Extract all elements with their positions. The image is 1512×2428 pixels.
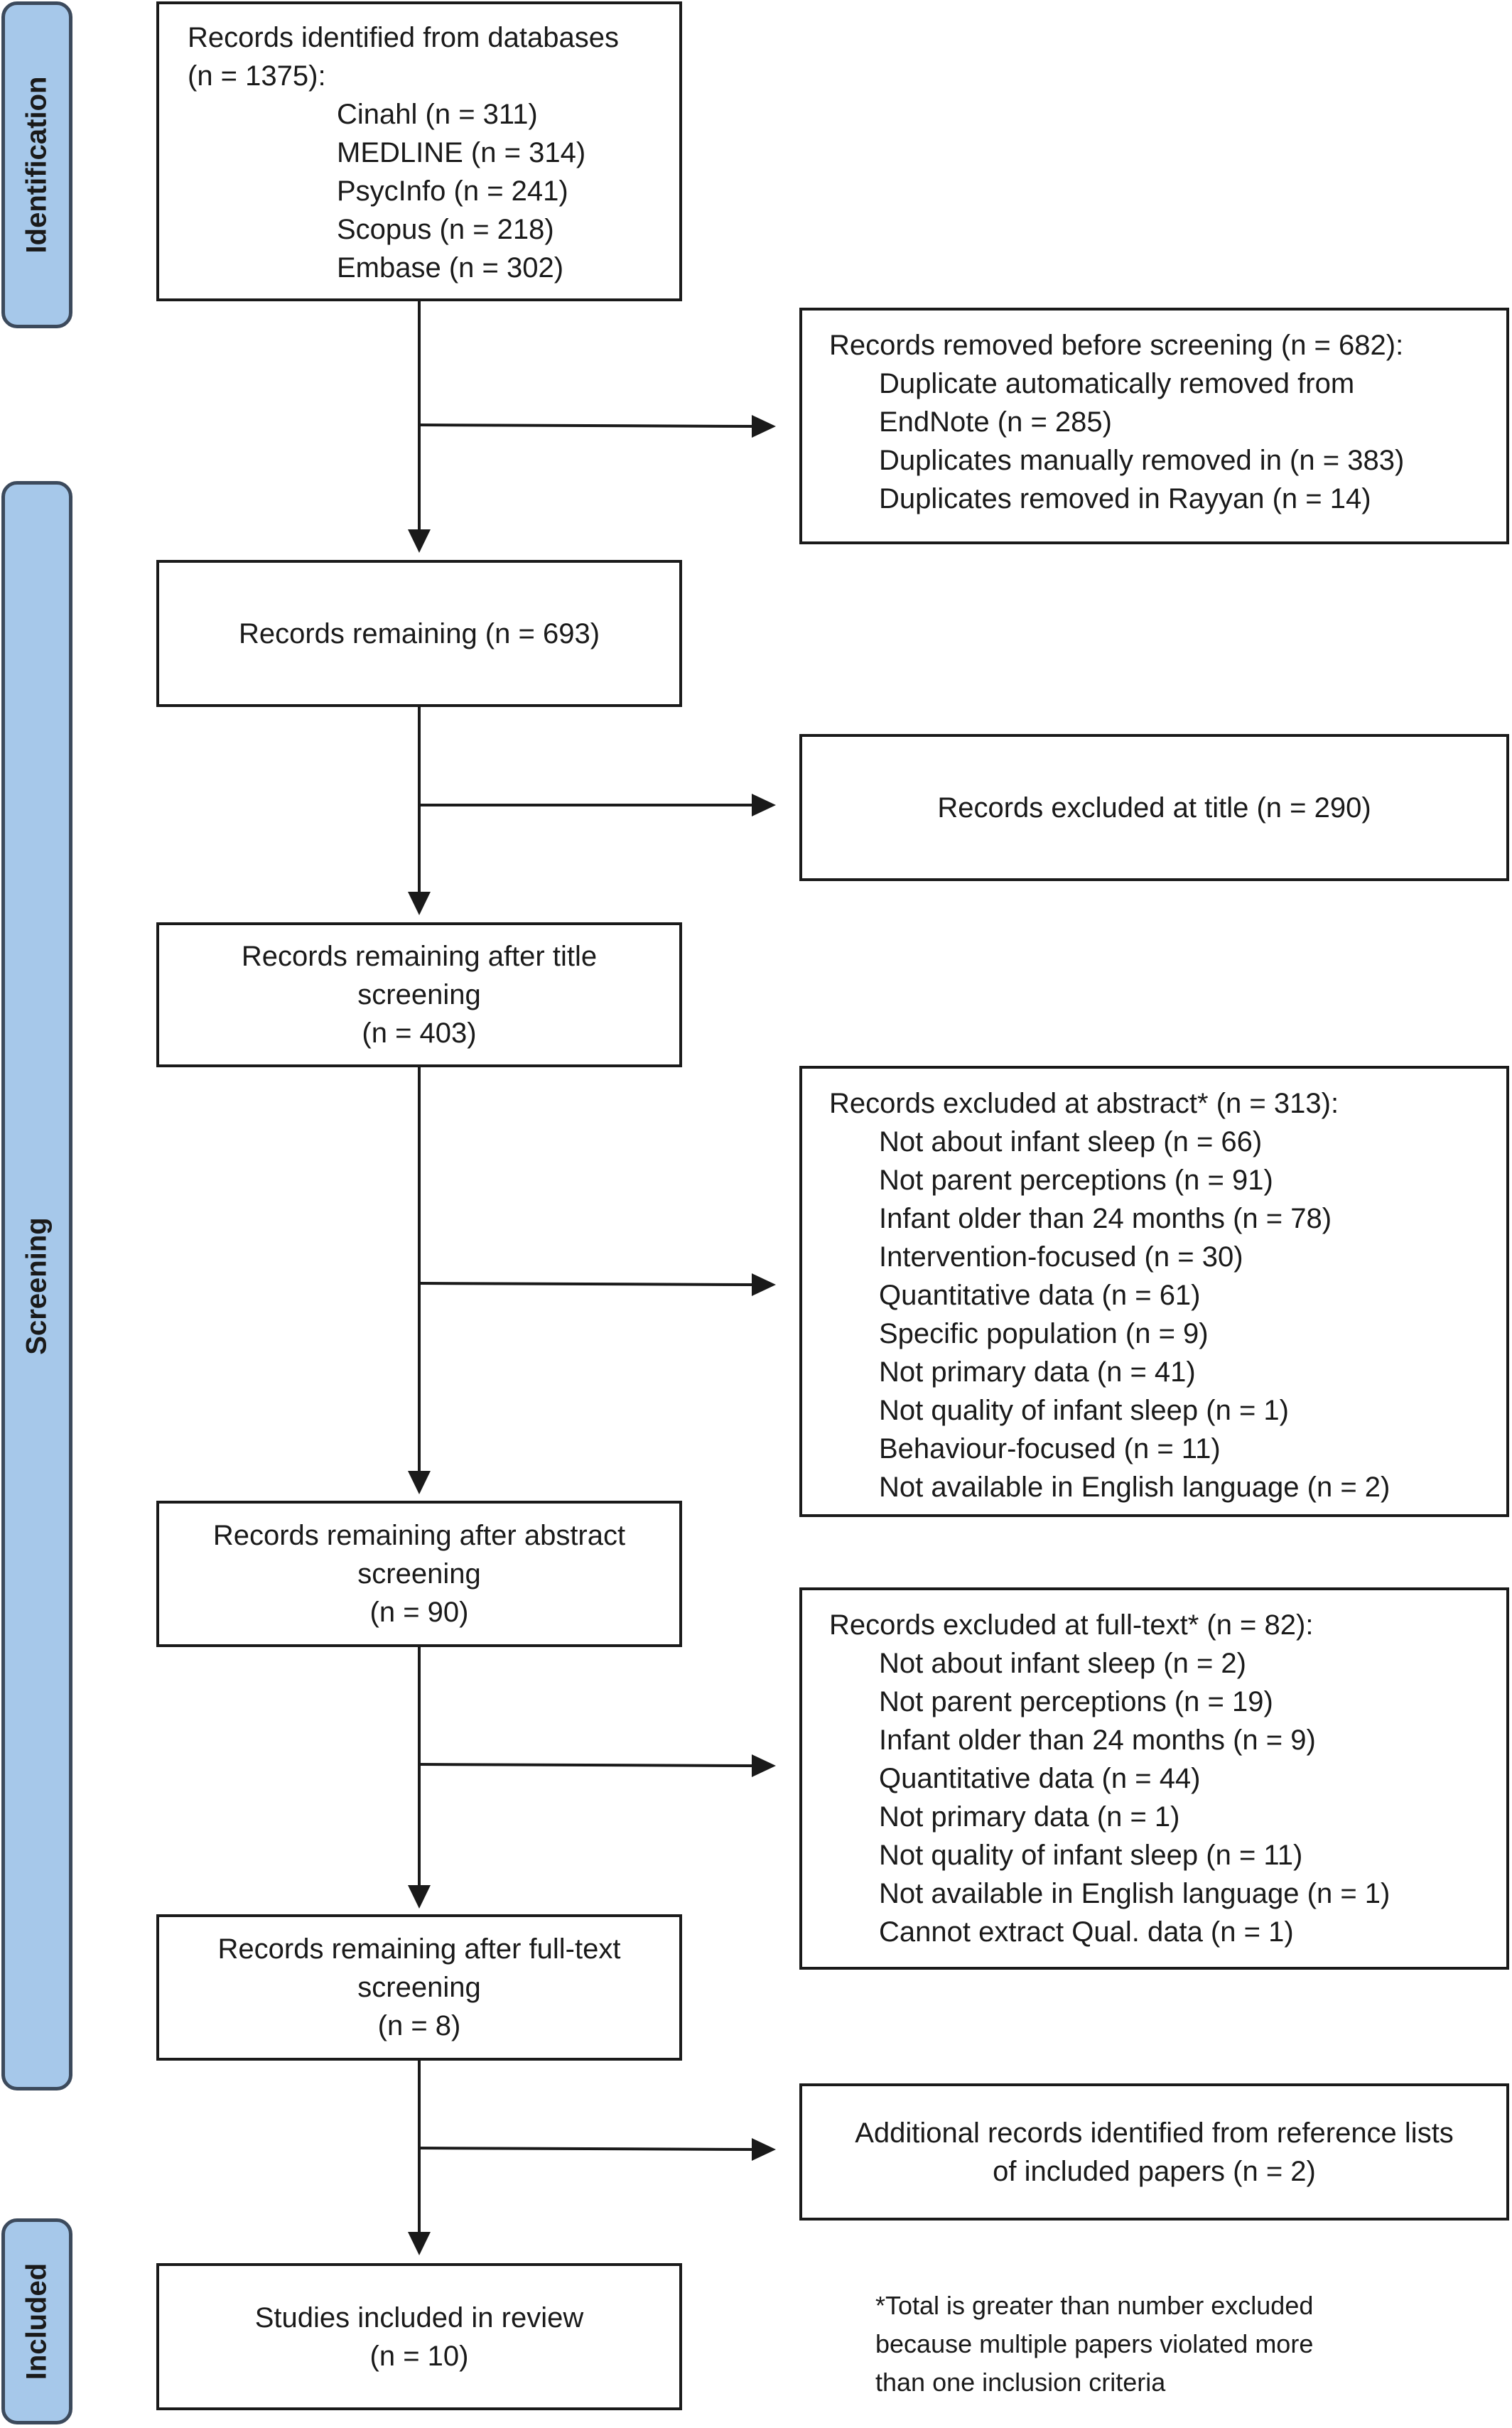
excluded-abstract-item: Specific population (n = 9) bbox=[879, 1318, 1209, 1349]
studies-included-line2: (n = 10) bbox=[369, 2340, 469, 2372]
excluded-fulltext-item: Not about infant sleep (n = 2) bbox=[879, 1648, 1246, 1679]
arrowhead-1 bbox=[408, 529, 431, 553]
phase-screening: Screening bbox=[1, 481, 72, 2090]
removed-item: Duplicates manually removed in (n = 383) bbox=[879, 445, 1405, 476]
remaining-after-abstract-line1: Records remaining after abstract bbox=[212, 1520, 626, 1551]
excluded-title-text: Records excluded at title (n = 290) bbox=[937, 792, 1371, 824]
additional-records-box: Additional records identified from refer… bbox=[799, 2083, 1509, 2221]
excluded-abstract-item: Intervention-focused (n = 30) bbox=[879, 1241, 1243, 1273]
database-item: PsycInfo (n = 241) bbox=[337, 176, 568, 207]
excluded-fulltext-item: Not quality of infant sleep (n = 11) bbox=[879, 1840, 1303, 1871]
arrow-to-removed bbox=[418, 423, 754, 428]
excluded-abstract-item: Not available in English language (n = 2… bbox=[879, 1472, 1390, 1503]
remaining-after-title-line2: screening bbox=[357, 979, 481, 1010]
excluded-title-box: Records excluded at title (n = 290) bbox=[799, 734, 1509, 881]
records-identified-title: Records identified from databases bbox=[188, 22, 619, 53]
records-remaining-box: Records remaining (n = 693) bbox=[156, 560, 682, 707]
footnote-line3: than one inclusion criteria bbox=[875, 2368, 1166, 2397]
arrow-to-excluded-abstract bbox=[418, 1282, 754, 1286]
excluded-fulltext-item: Not available in English language (n = 1… bbox=[879, 1878, 1390, 1909]
removed-item: Duplicate automatically removed from bbox=[879, 368, 1355, 399]
studies-included-box: Studies included in review (n = 10) bbox=[156, 2263, 682, 2410]
arrow-to-excluded-fulltext bbox=[418, 1763, 754, 1767]
excluded-abstract-item: Not quality of infant sleep (n = 1) bbox=[879, 1395, 1289, 1426]
arrowhead-10 bbox=[752, 2138, 776, 2161]
arrowhead-4 bbox=[408, 1885, 431, 1909]
remaining-after-title-box: Records remaining after title screening … bbox=[156, 922, 682, 1067]
excluded-fulltext-box: Records excluded at full-text* (n = 82):… bbox=[799, 1587, 1509, 1970]
excluded-abstract-title: Records excluded at abstract* (n = 313): bbox=[829, 1088, 1339, 1119]
excluded-fulltext-item: Not primary data (n = 1) bbox=[879, 1801, 1180, 1833]
database-item: Scopus (n = 218) bbox=[337, 214, 554, 245]
phase-included: Included bbox=[1, 2218, 72, 2424]
arrowhead-3 bbox=[408, 1471, 431, 1494]
excluded-fulltext-title: Records excluded at full-text* (n = 82): bbox=[829, 1609, 1314, 1641]
remaining-after-abstract-line3: (n = 90) bbox=[369, 1597, 469, 1628]
excluded-fulltext-item: Quantitative data (n = 44) bbox=[879, 1763, 1201, 1794]
records-identified-box: Records identified from databases (n = 1… bbox=[156, 1, 682, 301]
arrow-to-additional bbox=[418, 2147, 754, 2151]
additional-records-line1: Additional records identified from refer… bbox=[855, 2117, 1454, 2149]
excluded-abstract-item: Not parent perceptions (n = 91) bbox=[879, 1165, 1273, 1196]
arrowhead-5 bbox=[408, 2232, 431, 2255]
remaining-after-fulltext-box: Records remaining after full-text screen… bbox=[156, 1914, 682, 2061]
removed-item: Duplicates removed in Rayyan (n = 14) bbox=[879, 483, 1371, 514]
excluded-abstract-item: Behaviour-focused (n = 11) bbox=[879, 1433, 1221, 1464]
remaining-after-fulltext-line3: (n = 8) bbox=[377, 2010, 461, 2041]
excluded-abstract-box: Records excluded at abstract* (n = 313):… bbox=[799, 1066, 1509, 1517]
arrowhead-8 bbox=[752, 1273, 776, 1296]
records-remaining-text: Records remaining (n = 693) bbox=[238, 617, 600, 649]
database-item: Embase (n = 302) bbox=[337, 252, 564, 284]
phase-identification: Identification bbox=[1, 1, 72, 328]
studies-included-line1: Studies included in review bbox=[254, 2302, 584, 2333]
records-identified-total: (n = 1375): bbox=[188, 60, 326, 92]
excluded-abstract-item: Not about infant sleep (n = 66) bbox=[879, 1126, 1263, 1158]
footnote-line2: because multiple papers violated more bbox=[875, 2329, 1314, 2358]
excluded-fulltext-item: Infant older than 24 months (n = 9) bbox=[879, 1725, 1316, 1756]
removed-item: EndNote (n = 285) bbox=[879, 406, 1112, 438]
arrowhead-6 bbox=[752, 415, 776, 438]
records-removed-title: Records removed before screening (n = 68… bbox=[829, 330, 1404, 361]
remaining-after-title-line1: Records remaining after title bbox=[241, 941, 598, 972]
footnote: *Total is greater than number excluded b… bbox=[875, 2287, 1313, 2402]
arrowhead-7 bbox=[752, 794, 776, 816]
remaining-after-title-line3: (n = 403) bbox=[362, 1018, 477, 1049]
arrowhead-9 bbox=[752, 1754, 776, 1777]
excluded-abstract-item: Infant older than 24 months (n = 78) bbox=[879, 1203, 1332, 1234]
records-removed-box: Records removed before screening (n = 68… bbox=[799, 308, 1509, 544]
remaining-after-fulltext-line2: screening bbox=[357, 1972, 481, 2003]
database-item: Cinahl (n = 311) bbox=[337, 99, 538, 130]
excluded-fulltext-item: Not parent perceptions (n = 19) bbox=[879, 1686, 1273, 1717]
excluded-fulltext-item: Cannot extract Qual. data (n = 1) bbox=[879, 1916, 1294, 1948]
excluded-abstract-item: Not primary data (n = 41) bbox=[879, 1356, 1196, 1388]
additional-records-line2: of included papers (n = 2) bbox=[993, 2155, 1316, 2187]
database-item: MEDLINE (n = 314) bbox=[337, 137, 586, 168]
footnote-line1: *Total is greater than number excluded bbox=[875, 2291, 1314, 2320]
remaining-after-fulltext-line1: Records remaining after full-text bbox=[217, 1933, 621, 1965]
remaining-after-abstract-line2: screening bbox=[357, 1558, 481, 1590]
remaining-after-abstract-box: Records remaining after abstract screeni… bbox=[156, 1501, 682, 1647]
excluded-abstract-item: Quantitative data (n = 61) bbox=[879, 1280, 1201, 1311]
arrowhead-2 bbox=[408, 892, 431, 915]
